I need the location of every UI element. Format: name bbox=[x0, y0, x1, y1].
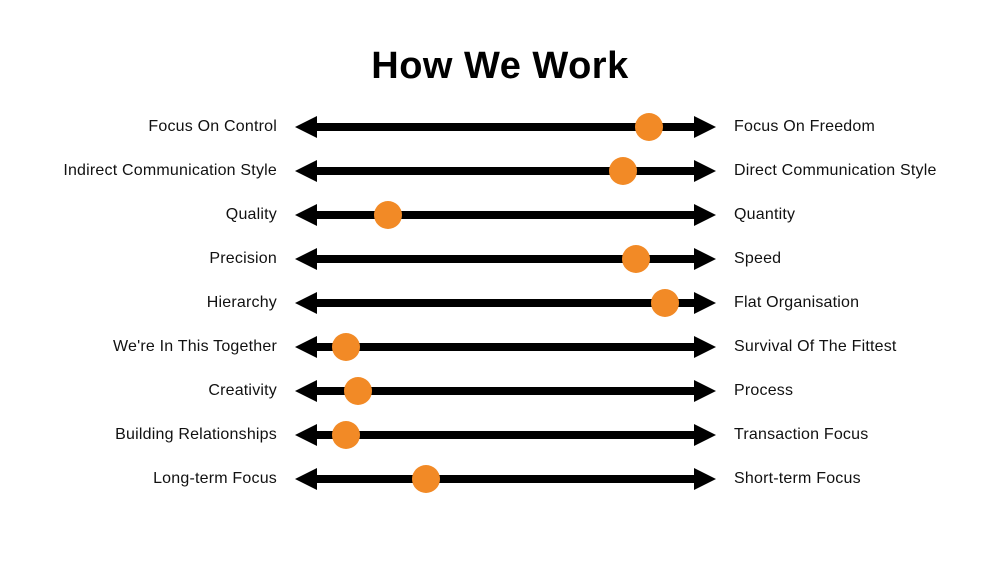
right-trait-label: Flat Organisation bbox=[734, 294, 860, 311]
spectrum-arrow bbox=[295, 331, 716, 363]
arrow-line bbox=[307, 255, 704, 263]
arrow-right-icon bbox=[694, 292, 716, 314]
arrow-line bbox=[307, 387, 704, 395]
spectrum-rows: Focus On Control Focus On Freedom Indire… bbox=[0, 105, 1000, 501]
right-trait-label: Speed bbox=[734, 250, 782, 267]
arrow-right-icon bbox=[694, 468, 716, 490]
arrow-left-icon bbox=[295, 160, 317, 182]
left-trait-label: Precision bbox=[209, 250, 277, 267]
spectrum-arrow bbox=[295, 155, 716, 187]
spectrum-arrow bbox=[295, 375, 716, 407]
arrow-left-icon bbox=[295, 116, 317, 138]
arrow-line bbox=[307, 343, 704, 351]
arrow-left-icon bbox=[295, 468, 317, 490]
arrow-left-icon bbox=[295, 380, 317, 402]
arrow-line bbox=[307, 299, 704, 307]
right-trait-label: Transaction Focus bbox=[734, 426, 869, 443]
arrow-right-icon bbox=[694, 248, 716, 270]
right-trait-label: Focus On Freedom bbox=[734, 118, 876, 135]
arrow-left-icon bbox=[295, 248, 317, 270]
arrow-right-icon bbox=[694, 380, 716, 402]
arrow-left-icon bbox=[295, 204, 317, 226]
position-dot-icon bbox=[373, 201, 402, 229]
left-trait-label: Indirect Communication Style bbox=[63, 162, 277, 179]
arrow-left-icon bbox=[295, 424, 317, 446]
arrow-right-icon bbox=[694, 424, 716, 446]
position-dot-icon bbox=[411, 465, 440, 493]
position-dot-icon bbox=[331, 421, 360, 449]
spectrum-arrow bbox=[295, 287, 716, 319]
arrow-line bbox=[307, 211, 704, 219]
left-trait-label: Quality bbox=[225, 206, 277, 223]
page-title: How We Work bbox=[371, 45, 629, 87]
position-dot-icon bbox=[651, 289, 680, 317]
spectrum-arrow bbox=[295, 111, 716, 143]
position-dot-icon bbox=[331, 333, 360, 361]
position-dot-icon bbox=[634, 113, 663, 141]
spectrum-arrow bbox=[295, 199, 716, 231]
right-trait-label: Process bbox=[734, 382, 794, 399]
spectrum-row: Building Relationships Transaction Focus bbox=[0, 413, 1000, 457]
spectrum-arrow bbox=[295, 419, 716, 451]
arrow-line bbox=[307, 167, 704, 175]
right-trait-label: Survival Of The Fittest bbox=[734, 338, 897, 355]
left-trait-label: Hierarchy bbox=[206, 294, 277, 311]
arrow-right-icon bbox=[694, 336, 716, 358]
spectrum-row: Indirect Communication Style Direct Comm… bbox=[0, 149, 1000, 193]
arrow-right-icon bbox=[694, 204, 716, 226]
arrow-line bbox=[307, 431, 704, 439]
arrow-left-icon bbox=[295, 292, 317, 314]
left-trait-label: Creativity bbox=[208, 382, 277, 399]
right-trait-label: Direct Communication Style bbox=[734, 162, 937, 179]
arrow-right-icon bbox=[694, 116, 716, 138]
spectrum-row: Creativity Process bbox=[0, 369, 1000, 413]
position-dot-icon bbox=[344, 377, 373, 405]
spectrum-row: Hierarchy Flat Organisation bbox=[0, 281, 1000, 325]
left-trait-label: Long-term Focus bbox=[153, 470, 277, 487]
left-trait-label: Focus On Control bbox=[148, 118, 277, 135]
spectrum-arrow bbox=[295, 243, 716, 275]
left-trait-label: Building Relationships bbox=[115, 426, 277, 443]
spectrum-arrow bbox=[295, 463, 716, 495]
left-trait-label: We're In This Together bbox=[113, 338, 277, 355]
right-trait-label: Short-term Focus bbox=[734, 470, 861, 487]
right-trait-label: Quantity bbox=[734, 206, 796, 223]
spectrum-row: Precision Speed bbox=[0, 237, 1000, 281]
spectrum-row: Focus On Control Focus On Freedom bbox=[0, 105, 1000, 149]
spectrum-row: Quality Quantity bbox=[0, 193, 1000, 237]
position-dot-icon bbox=[609, 157, 638, 185]
arrow-line bbox=[307, 475, 704, 483]
arrow-line bbox=[307, 123, 704, 131]
spectrum-row: Long-term Focus Short-term Focus bbox=[0, 457, 1000, 501]
spectrum-row: We're In This Together Survival Of The F… bbox=[0, 325, 1000, 369]
arrow-right-icon bbox=[694, 160, 716, 182]
arrow-left-icon bbox=[295, 336, 317, 358]
position-dot-icon bbox=[622, 245, 650, 273]
